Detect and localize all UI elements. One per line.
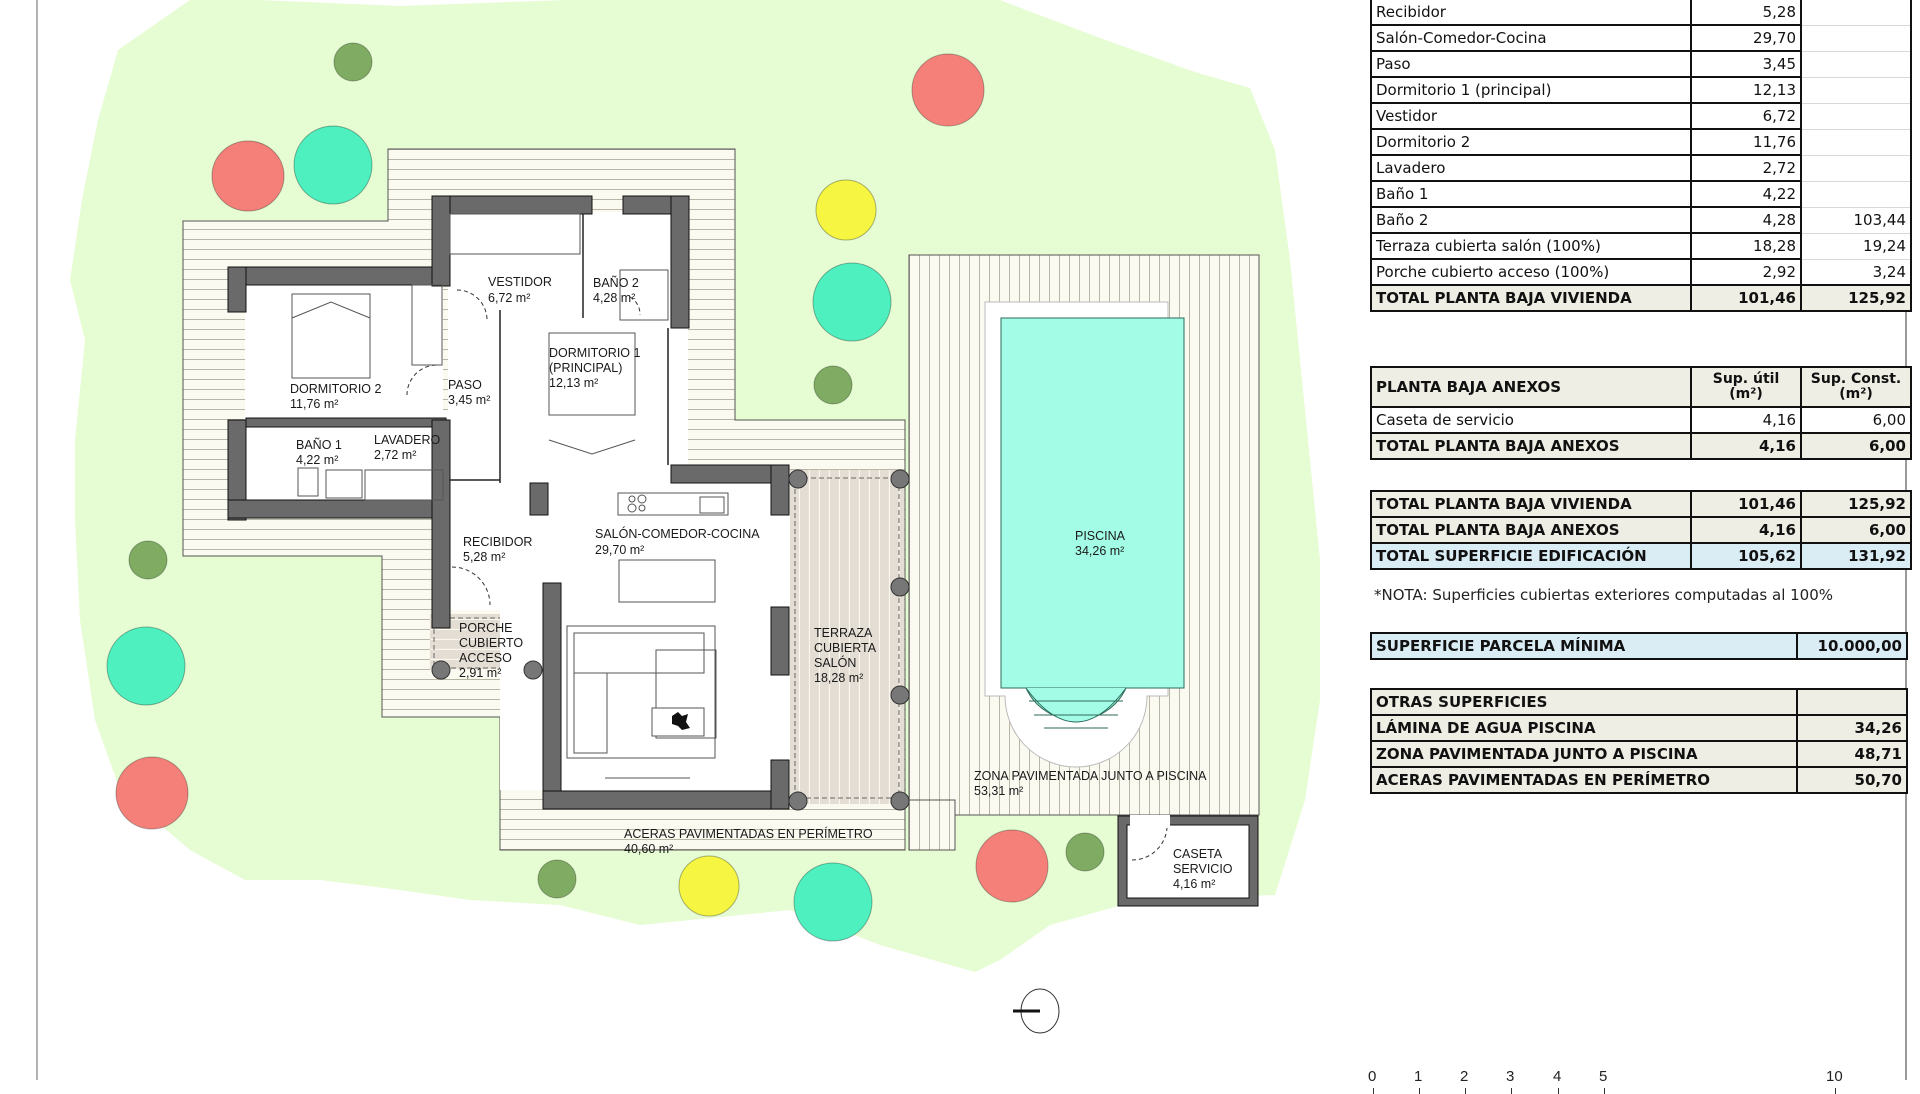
label-dormitorio2: DORMITORIO 2 bbox=[290, 382, 381, 396]
area-dormitorio2: 11,76 m² bbox=[290, 397, 338, 411]
area-piscina: 34,26 m² bbox=[1075, 544, 1124, 558]
scale-tick-label: 10 bbox=[1826, 1068, 1843, 1085]
label-zona-pav: ZONA PAVIMENTADA JUNTO A PISCINA bbox=[974, 769, 1207, 783]
area-terraza: 18,28 m² bbox=[814, 671, 863, 685]
label-recibidor: RECIBIDOR bbox=[463, 535, 532, 549]
label-bano2: BAÑO 2 bbox=[593, 276, 639, 290]
tree-green bbox=[1065, 832, 1105, 872]
area-lavadero: 2,72 m² bbox=[374, 448, 416, 462]
label-aceras: ACERAS PAVIMENTADAS EN PERÍMETRO bbox=[624, 826, 873, 841]
area-vestidor: 6,72 m² bbox=[488, 291, 530, 305]
table-header-row: OTRAS SUPERFICIES bbox=[1370, 688, 1908, 716]
label-caseta-b: SERVICIO bbox=[1173, 862, 1233, 876]
label-porche-c: ACCESO bbox=[459, 651, 512, 665]
area-bano1: 4,22 m² bbox=[296, 453, 338, 467]
area-paso: 3,45 m² bbox=[448, 393, 490, 407]
area-zona-pav: 53,31 m² bbox=[974, 784, 1023, 798]
area-dormitorio1: 12,13 m² bbox=[549, 376, 598, 390]
scale-tick-label: 2 bbox=[1460, 1068, 1469, 1085]
plant-icon bbox=[672, 712, 690, 730]
note-text: *NOTA: Superficies cubiertas exteriores … bbox=[1374, 586, 1834, 604]
label-piscina: PISCINA bbox=[1075, 529, 1126, 543]
tree-teal bbox=[293, 125, 373, 205]
covered-terrace bbox=[790, 470, 904, 804]
label-salon: SALÓN-COMEDOR-COCINA bbox=[595, 526, 760, 541]
label-terraza-b: CUBIERTA bbox=[814, 641, 877, 655]
caseta-floor bbox=[1126, 824, 1250, 899]
interior-partitions bbox=[450, 214, 669, 483]
columns bbox=[431, 469, 910, 811]
scale-tick-label: 4 bbox=[1553, 1068, 1562, 1085]
door-swings bbox=[406, 289, 1168, 861]
north-arrow-icon bbox=[1013, 988, 1060, 1034]
tree-yellow bbox=[815, 179, 877, 241]
label-lavadero: LAVADERO bbox=[374, 433, 441, 447]
label-terraza-c: SALÓN bbox=[814, 655, 856, 670]
tree-green bbox=[537, 859, 577, 899]
trees bbox=[106, 42, 1105, 942]
area-porche: 2,91 m² bbox=[459, 666, 501, 680]
tree-yellow bbox=[678, 855, 740, 917]
label-caseta: CASETA bbox=[1173, 847, 1223, 861]
scale-tick-label: 1 bbox=[1414, 1068, 1423, 1085]
tree-green bbox=[128, 540, 168, 580]
tree-red bbox=[975, 829, 1049, 903]
label-vestidor: VESTIDOR bbox=[488, 275, 552, 289]
tree-teal bbox=[793, 862, 873, 942]
tree-teal bbox=[106, 626, 186, 706]
area-recibidor: 5,28 m² bbox=[463, 550, 505, 564]
tree-red bbox=[115, 756, 189, 830]
otras-superficies-table: OTRAS SUPERFICIES LÁMINA DE AGUA PISCINA… bbox=[1370, 688, 1908, 794]
label-bano1: BAÑO 1 bbox=[296, 438, 342, 452]
label-terraza: TERRAZA bbox=[814, 626, 873, 640]
tree-green bbox=[333, 42, 373, 82]
scale-tick-label: 3 bbox=[1506, 1068, 1515, 1085]
label-dormitorio1: DORMITORIO 1 bbox=[549, 346, 640, 360]
area-aceras: 40,60 m² bbox=[624, 842, 673, 856]
label-porche: PORCHE bbox=[459, 621, 512, 635]
tree-red bbox=[911, 53, 985, 127]
pool-water bbox=[1000, 317, 1185, 689]
area-caseta: 4,16 m² bbox=[1173, 877, 1215, 891]
tree-red bbox=[211, 140, 285, 212]
label-porche-b: CUBIERTO bbox=[459, 636, 523, 650]
tree-green bbox=[813, 365, 853, 405]
area-bano2: 4,28 m² bbox=[593, 291, 635, 305]
scale-tick-label: 5 bbox=[1599, 1068, 1608, 1085]
table-row: Dormitorio 1 (principal)12,13 bbox=[1370, 76, 1912, 104]
area-salon: 29,70 m² bbox=[595, 543, 644, 557]
scale-tick-label: 0 bbox=[1368, 1068, 1377, 1085]
label-dormitorio1-b: (PRINCIPAL) bbox=[549, 361, 622, 375]
tree-teal bbox=[812, 262, 892, 342]
pool-deck-lower bbox=[908, 799, 956, 851]
label-paso: PASO bbox=[448, 378, 482, 392]
